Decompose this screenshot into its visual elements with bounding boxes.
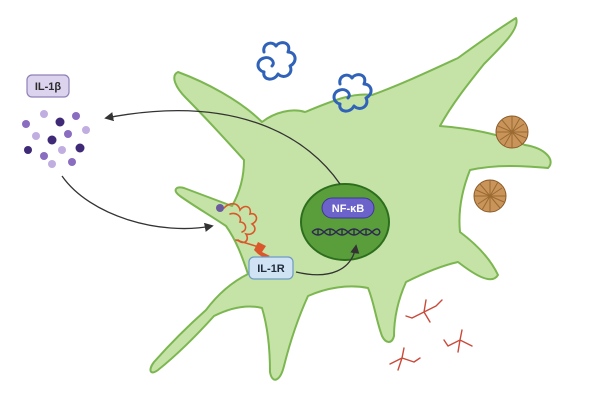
il1r-box (248, 256, 294, 280)
protein-tangle-icon (256, 41, 297, 81)
il1r-label: IL-1R (257, 263, 285, 275)
receptor-anchor (254, 242, 270, 258)
il1b-box (26, 74, 70, 98)
plaque-icon (495, 115, 529, 149)
nfkb-label: NF-κB (332, 203, 364, 215)
dna-icon (311, 228, 381, 236)
plaque-icon (473, 179, 507, 213)
il1b-label: IL-1β (35, 81, 62, 93)
protein-tangle-icon (332, 73, 373, 113)
debris-icon (389, 347, 421, 371)
receptor-ligand-dot (216, 204, 224, 212)
cytokine-cluster (22, 110, 90, 168)
nfkb-badge (321, 197, 375, 219)
arrow-nfkb-to-il1b (104, 110, 341, 185)
arrow-receptor-to-nfkb (295, 244, 360, 276)
arrow-il1b-to-receptor (61, 175, 214, 232)
debris-icon (405, 299, 443, 323)
nucleus (300, 183, 390, 261)
debris-icon (443, 329, 473, 353)
